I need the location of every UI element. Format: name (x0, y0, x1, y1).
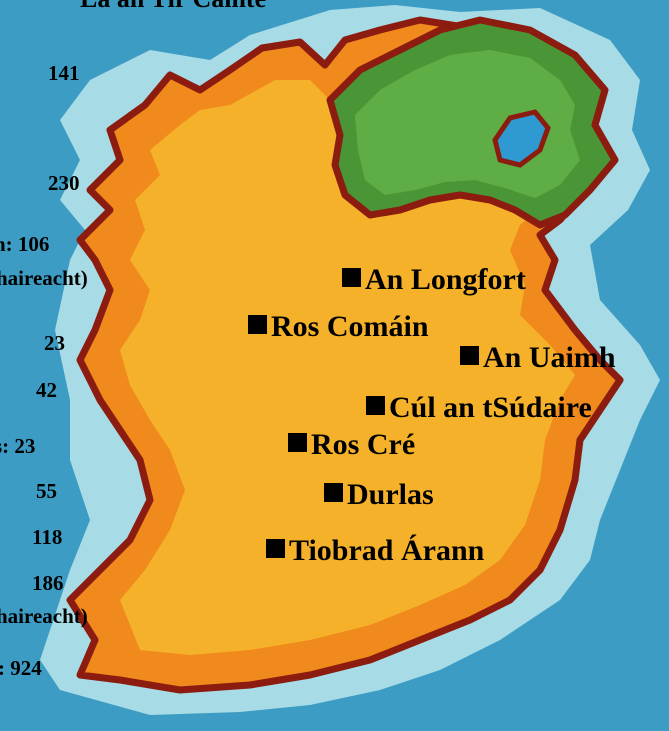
side-number: 186 (32, 571, 64, 595)
town-marker (288, 433, 307, 452)
town-an-uaimh: An Uaimh (460, 343, 616, 373)
town-ros-comain: Ros Comáin (248, 312, 429, 342)
lake (492, 109, 551, 168)
side-number: 230 (48, 171, 80, 195)
top-text: Lá an Tír Cainte (80, 0, 266, 14)
side-label: haireacht) (0, 604, 88, 628)
town-label: An Uaimh (483, 341, 616, 374)
town-label: Durlas (347, 478, 434, 511)
side-number: 141 (48, 61, 80, 85)
town-marker (366, 396, 385, 415)
town-durlas: Durlas (324, 480, 434, 510)
town-ros-cre: Ros Cré (288, 430, 415, 460)
town-label: Tiobrad Árann (289, 534, 485, 567)
land-inner (120, 58, 575, 655)
side-number: s: 23 (0, 434, 36, 458)
town-marker (460, 346, 479, 365)
side-number: 42 (36, 378, 57, 402)
side-number: 55 (36, 479, 57, 503)
side-number: 118 (32, 525, 63, 549)
town-an-longfort: An Longfort (342, 265, 526, 295)
town-marker (324, 483, 343, 502)
town-tiobrad-arann: Tiobrad Árann (266, 536, 484, 566)
town-label: Cúl an tSúdaire (389, 391, 592, 424)
town-label: An Longfort (365, 263, 526, 296)
town-cul-an-tsudaire: Cúl an tSúdaire (366, 393, 592, 423)
side-number: n: 106 (0, 232, 50, 256)
town-label: Ros Comáin (271, 310, 429, 343)
side-number: 23 (44, 331, 65, 355)
town-label: Ros Cré (311, 428, 416, 461)
town-marker (342, 268, 361, 287)
side-label: haireacht) (0, 266, 88, 290)
side-number: : 924 (0, 656, 42, 680)
town-marker (248, 315, 267, 334)
town-marker (266, 539, 285, 558)
